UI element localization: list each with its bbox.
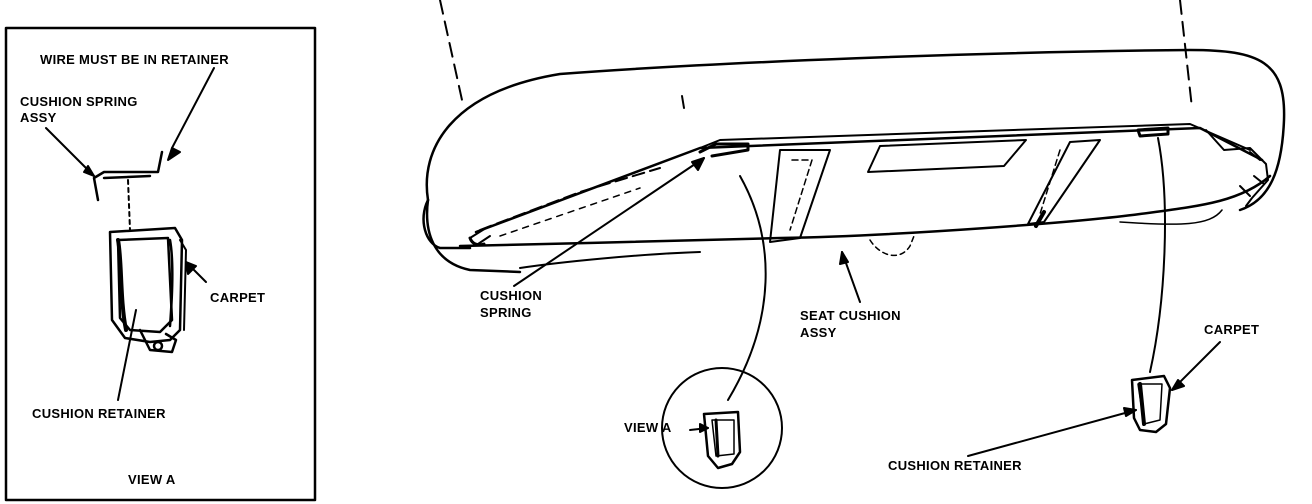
cushion-spring-label-line1: CUSHION: [480, 288, 543, 303]
seat-cushion-assy-label-line2: ASSY: [800, 325, 837, 340]
view-a-cushion-retainer-label: CUSHION RETAINER: [32, 406, 166, 421]
cushion-spring-assy-label-line1: CUSHION SPRING: [20, 94, 138, 109]
view-a-leaders: [45, 67, 215, 401]
view-a-retainer-drawing: [108, 226, 187, 354]
cushion-spring-wire: [92, 150, 164, 202]
cushion-spring-label-line2: SPRING: [480, 305, 532, 320]
callout-retainer-small: [702, 410, 742, 470]
hidden-frame-lines: [439, 0, 1193, 109]
wire-to-retainer-dash: [127, 179, 131, 231]
view-a-panel-border: [4, 26, 317, 502]
seat-cushion-drawing: [422, 48, 1286, 274]
main-retainer-drawing: [1130, 374, 1172, 434]
view-a-carpet-label: CARPET: [210, 290, 266, 305]
main-carpet-label: CARPET: [1204, 322, 1260, 337]
seat-cushion-assy-label-line1: SEAT CUSHION: [800, 308, 901, 323]
view-a-callout-label: VIEW A: [624, 420, 672, 435]
main-cushion-retainer-label: CUSHION RETAINER: [888, 458, 1022, 473]
view-a-title: VIEW A: [128, 472, 176, 487]
view-a-callout-circle: [661, 367, 783, 489]
cushion-spring-assy-label-line2: ASSY: [20, 110, 57, 125]
main-view-leaders: [513, 137, 1221, 457]
wire-must-be-in-retainer-label: WIRE MUST BE IN RETAINER: [40, 52, 229, 67]
